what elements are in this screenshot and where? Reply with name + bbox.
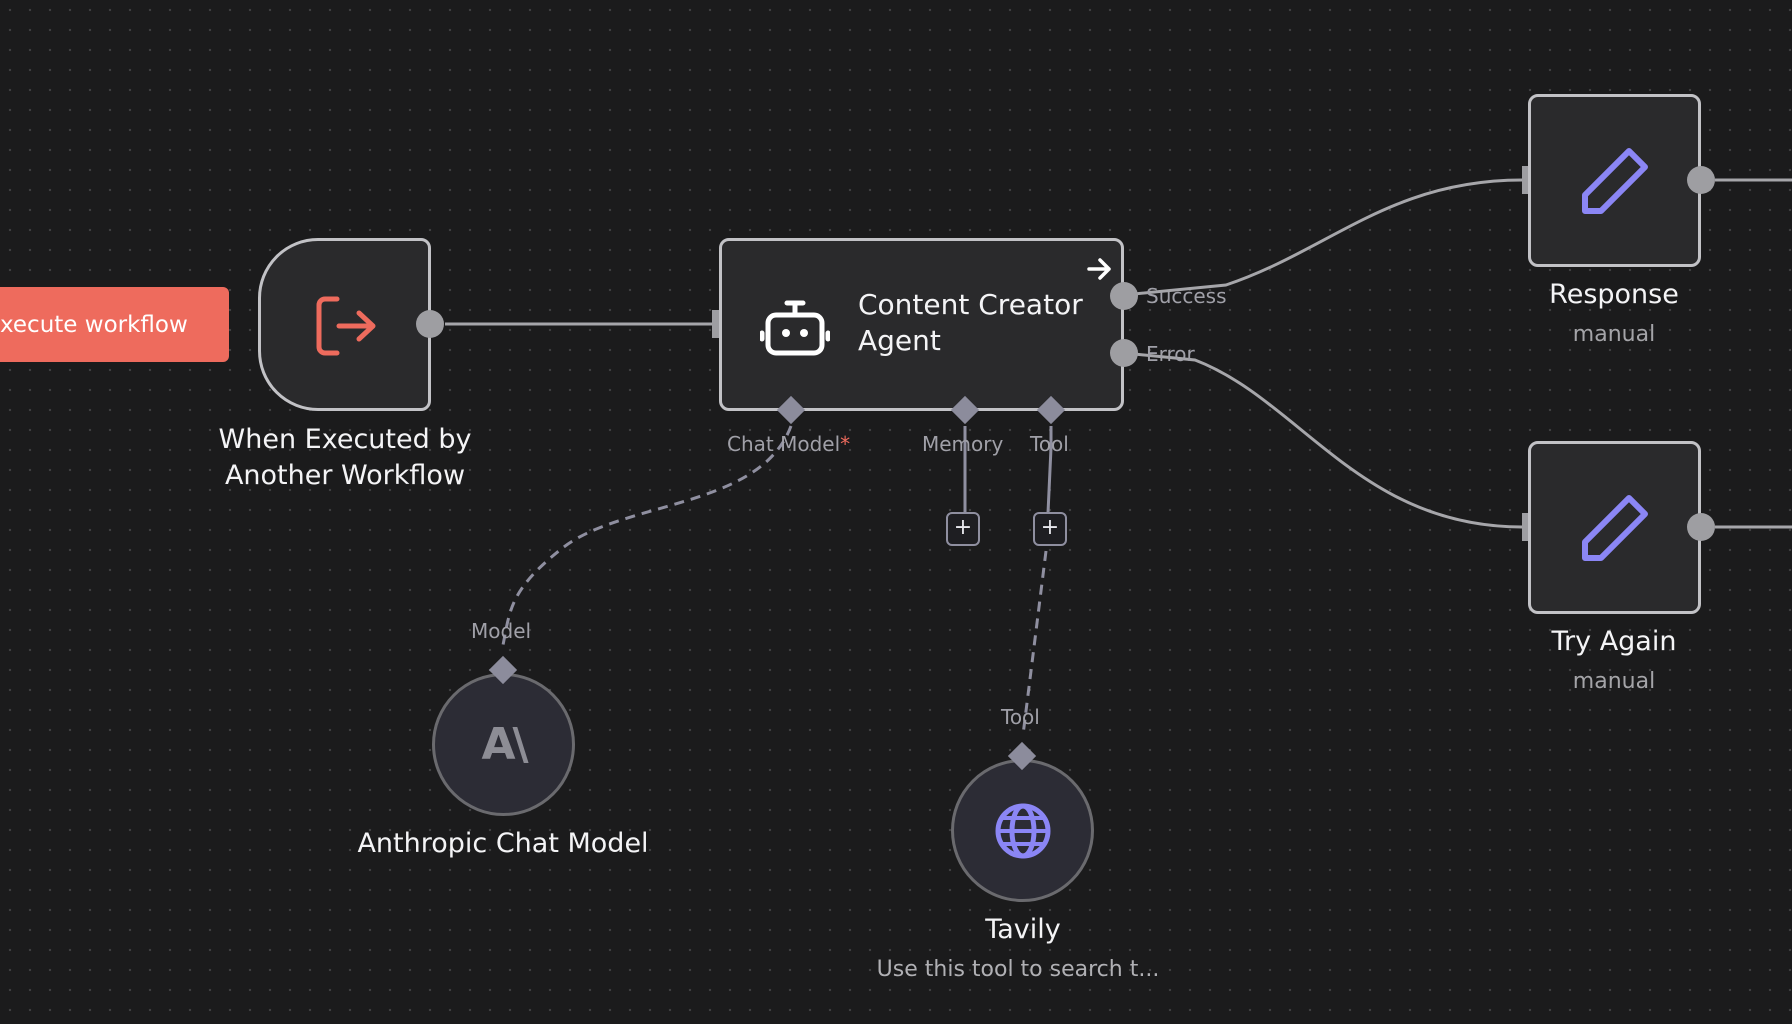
edge-chat-model-to-anthropic [501, 425, 793, 646]
edge-tool-stub [1046, 426, 1053, 514]
memory-port-label: Memory [922, 432, 1004, 456]
chat-model-port-label: Chat Model* [727, 432, 851, 456]
add-memory-button[interactable]: + [946, 512, 980, 546]
trigger-output-handle[interactable] [416, 310, 444, 338]
agent-node-title: Content Creator Agent [858, 288, 1083, 357]
execute-workflow-button[interactable]: xecute workflow [0, 287, 229, 362]
agent-success-handle[interactable] [1110, 282, 1138, 310]
trigger-node[interactable] [258, 238, 431, 411]
response-node-title: Response [1549, 279, 1679, 310]
tavily-node-subtitle: Use this tool to search t... [876, 957, 1160, 982]
response-node[interactable] [1528, 94, 1701, 267]
try-again-node-subtitle: manual [1572, 669, 1656, 694]
tavily-node-title: Tavily [985, 914, 1061, 945]
anthropic-chat-model-node[interactable]: A\ [432, 673, 575, 816]
error-output-label: Error [1146, 342, 1195, 366]
try-again-node-title: Try Again [1551, 626, 1677, 657]
edge-error-to-try-again [1123, 351, 1523, 529]
success-output-label: Success [1146, 284, 1227, 308]
response-output-handle[interactable] [1687, 166, 1715, 194]
pencil-icon [1582, 495, 1648, 561]
edge-success-to-response [1123, 178, 1523, 297]
execute-workflow-label: xecute workflow [0, 311, 188, 338]
sign-out-arrow-icon [316, 296, 376, 356]
robot-icon [760, 300, 830, 356]
response-node-subtitle: manual [1572, 322, 1656, 347]
tavily-node[interactable] [951, 759, 1094, 902]
content-creator-agent-node[interactable]: Content Creator Agent [719, 238, 1124, 411]
model-port-label: Model [471, 619, 532, 643]
edge-tool-to-tavily [1021, 550, 1048, 736]
try-again-node[interactable] [1528, 441, 1701, 614]
anthropic-logo-icon: A\ [481, 719, 528, 770]
required-mark: * [840, 432, 851, 456]
agent-error-handle[interactable] [1110, 339, 1138, 367]
globe-icon [995, 803, 1050, 858]
trigger-node-title: When Executed by Another Workflow [218, 424, 472, 491]
anthropic-node-title: Anthropic Chat Model [357, 828, 649, 859]
run-arrow-icon[interactable] [1086, 255, 1114, 283]
pencil-icon [1582, 148, 1648, 214]
add-tool-button[interactable]: + [1033, 512, 1067, 546]
tavily-tool-port-label: Tool [1001, 705, 1040, 729]
tool-port-label: Tool [1030, 432, 1069, 456]
try-again-output-handle[interactable] [1687, 513, 1715, 541]
